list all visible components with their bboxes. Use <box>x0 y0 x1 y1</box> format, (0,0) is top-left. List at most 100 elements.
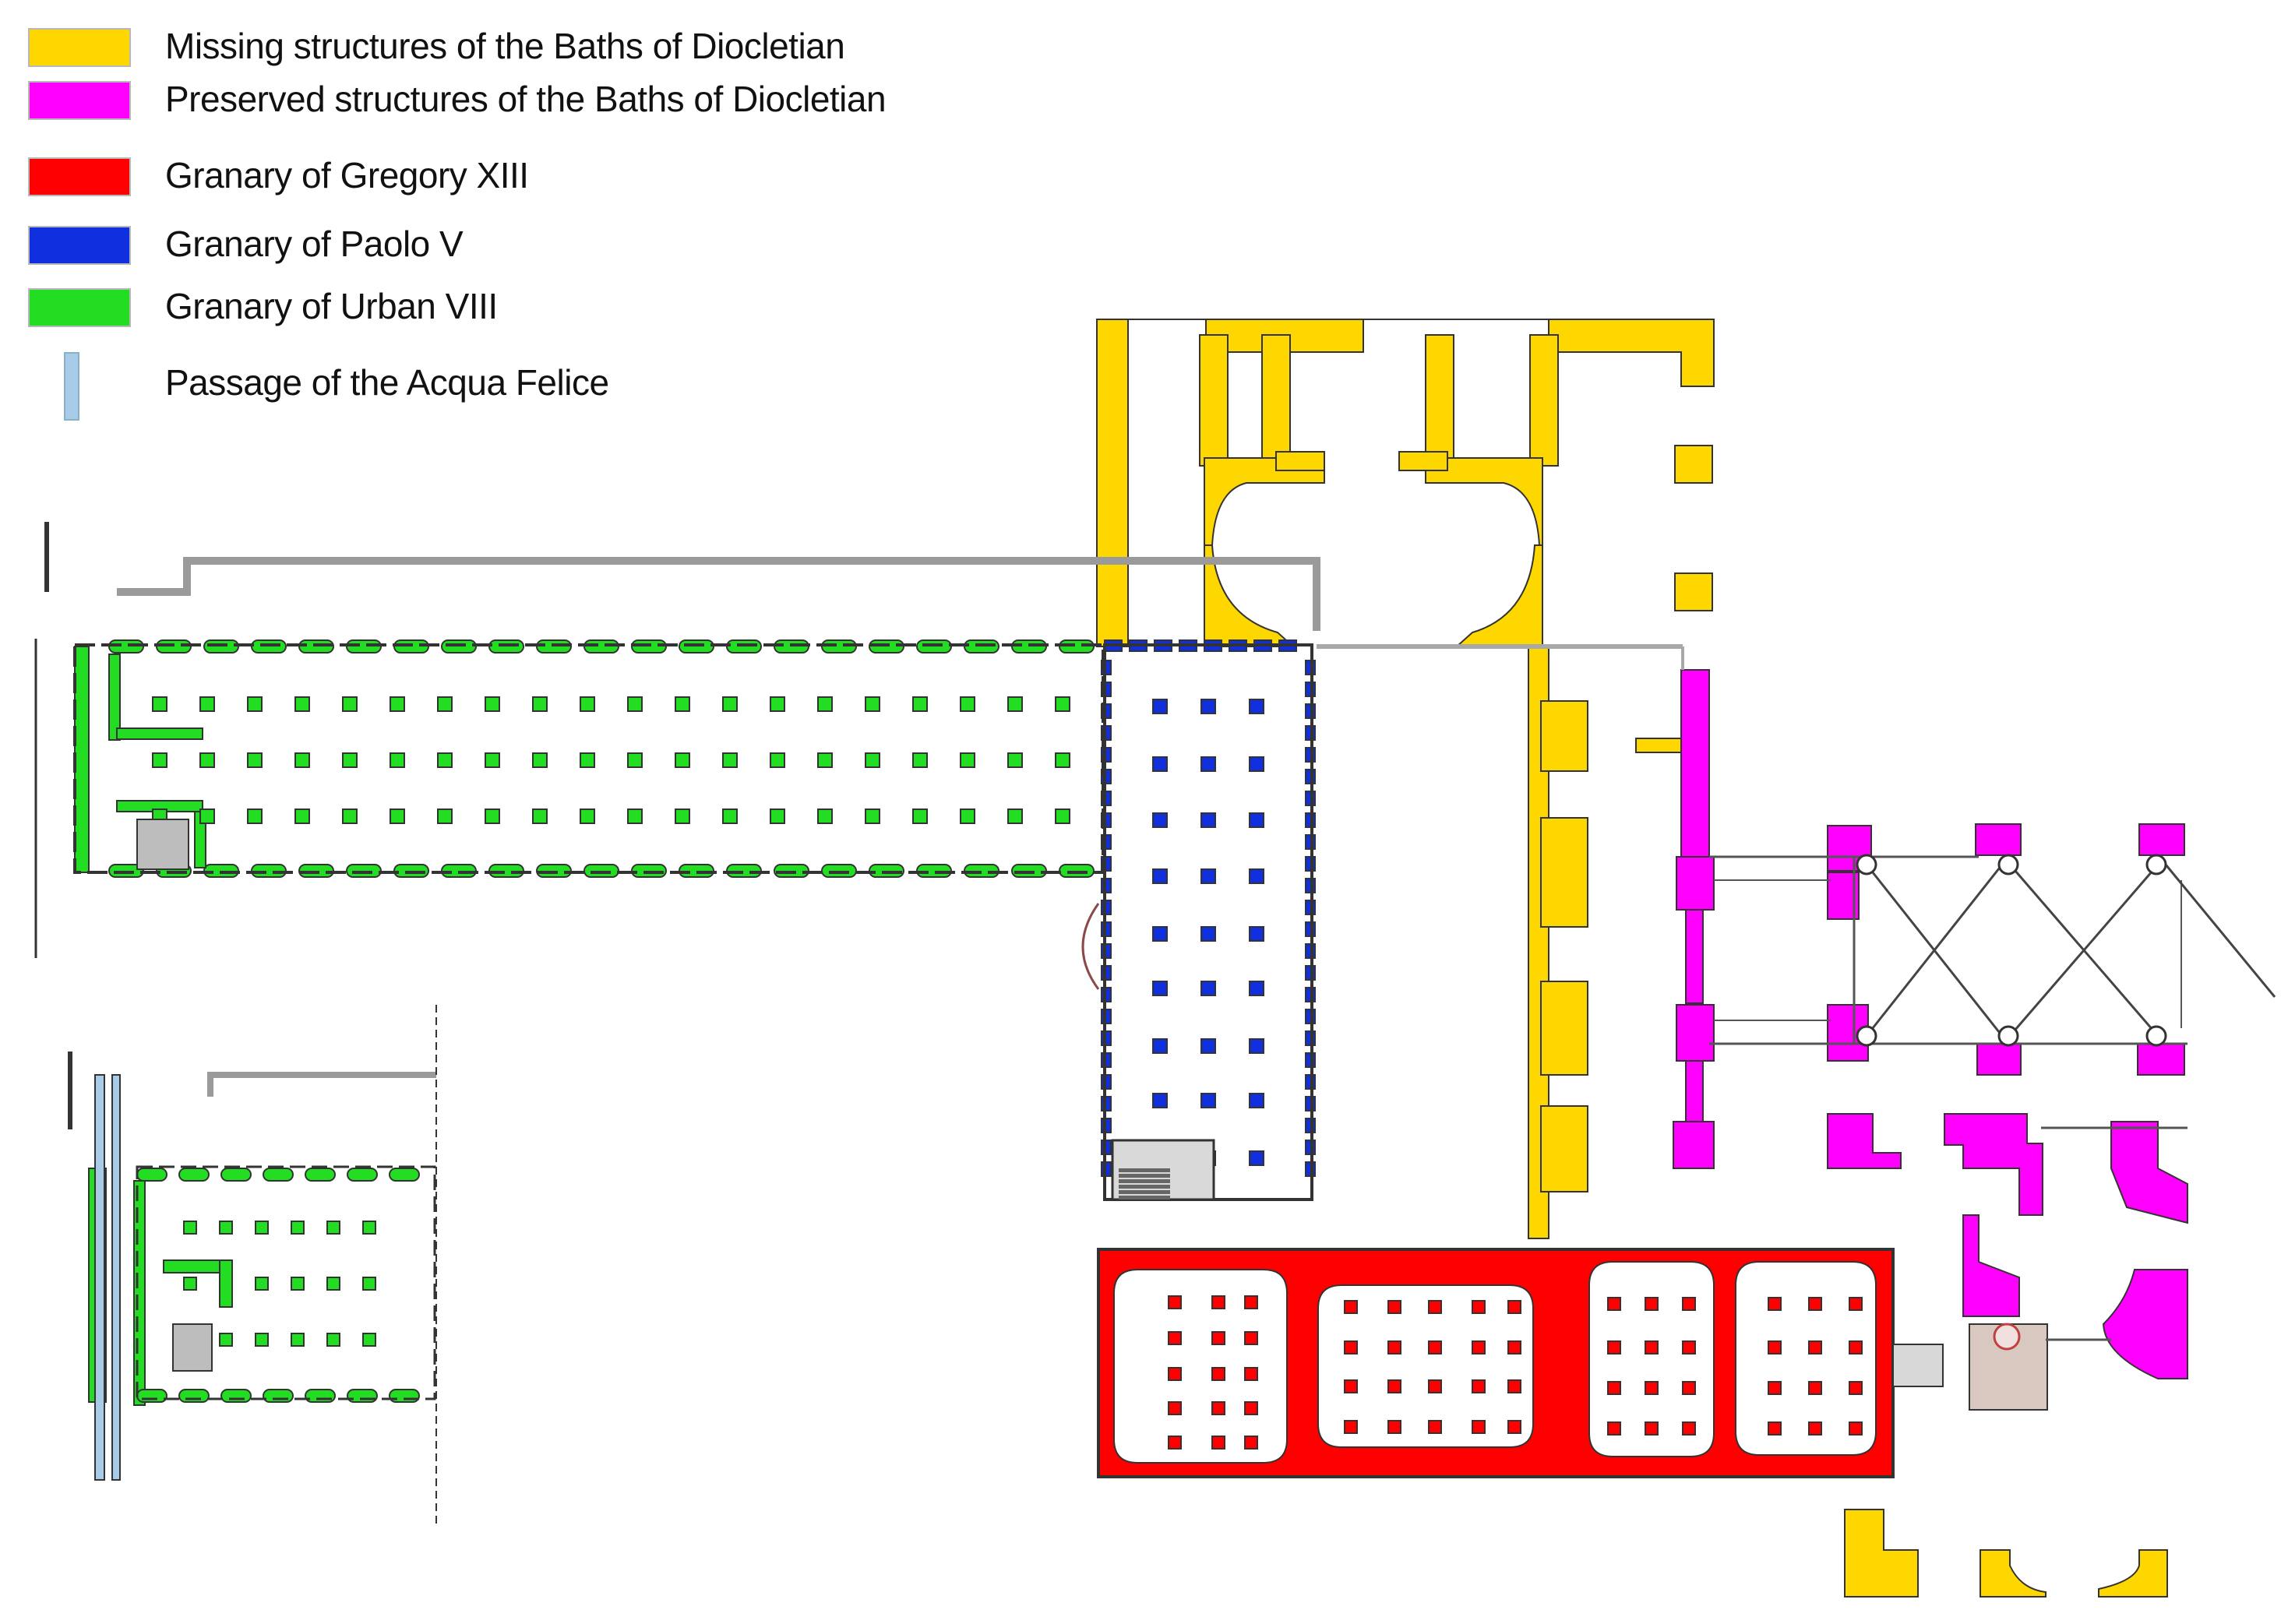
paolo-column <box>1249 756 1264 772</box>
gregory-column <box>1168 1436 1182 1450</box>
urban-column <box>342 752 358 768</box>
urban-column <box>817 752 833 768</box>
urban-column <box>199 696 215 712</box>
gregory-column <box>1472 1379 1486 1393</box>
gregory-column <box>1682 1340 1696 1355</box>
gregory-column <box>1507 1420 1521 1434</box>
gregory-column <box>1849 1381 1863 1395</box>
paolo-column <box>1200 1093 1216 1108</box>
urban-annex-column <box>326 1221 340 1235</box>
paolo-column <box>1200 926 1216 942</box>
nymphaeum-rosette <box>1993 1323 2021 1351</box>
paolo-column <box>1249 926 1264 942</box>
paolo-column <box>1249 812 1264 828</box>
urban-column <box>390 696 405 712</box>
urban-annex-column <box>219 1333 233 1347</box>
urban-annex-north-block <box>347 1168 378 1182</box>
baths-preserved-niche <box>1944 1113 2043 1216</box>
urban-annex-north-block <box>178 1168 210 1182</box>
gregory-column <box>1849 1421 1863 1436</box>
baths-missing-buttress <box>1398 451 1448 471</box>
urban-west-wall <box>74 646 90 873</box>
baths-preserved-wall <box>1685 1060 1704 1124</box>
paolo-stair-step <box>1119 1179 1170 1183</box>
baths-missing-bay <box>1540 1105 1588 1192</box>
legend-item-preserved: Preserved structures of the Baths of Dio… <box>28 76 1119 139</box>
urban-annex-column <box>362 1277 376 1291</box>
baths-missing-bay <box>1540 817 1588 928</box>
legend-item-passage: Passage of the Acqua Felice <box>28 352 1119 422</box>
urban-column <box>1007 808 1023 824</box>
urban-column <box>912 752 928 768</box>
gregory-column <box>1507 1300 1521 1314</box>
baths-missing-structures <box>1096 319 2168 1598</box>
urban-column <box>817 696 833 712</box>
urban-column <box>342 808 358 824</box>
gregory-column <box>1645 1381 1659 1395</box>
gregory-column <box>1387 1340 1401 1355</box>
legend-label-gregory: Granary of Gregory XIII <box>165 155 529 196</box>
paolo-stair-step <box>1119 1174 1170 1178</box>
paolo-column <box>1249 1150 1264 1166</box>
baths-missing-pillar <box>1674 572 1713 611</box>
gregory-column <box>1682 1421 1696 1436</box>
urban-column <box>294 752 310 768</box>
baths-missing-fragment <box>2098 1549 2168 1598</box>
gregory-column <box>1472 1340 1486 1355</box>
gregory-column <box>1387 1300 1401 1314</box>
legend-item-urban: Granary of Urban VIII <box>28 284 1119 346</box>
baths-preserved-structures <box>1673 669 2188 1379</box>
gregory-column <box>1682 1381 1696 1395</box>
gregory-column <box>1849 1340 1863 1355</box>
gregory-column <box>1211 1295 1225 1309</box>
urban-column <box>247 752 263 768</box>
baths-preserved-pier <box>1673 1121 1715 1169</box>
gregory-column <box>1472 1420 1486 1434</box>
urban-column <box>912 696 928 712</box>
urban-column <box>390 808 405 824</box>
paolo-column <box>1152 868 1168 884</box>
gregory-column <box>1507 1379 1521 1393</box>
urban-annex-outline <box>136 1165 436 1400</box>
urban-annex-north-block <box>263 1168 294 1182</box>
urban-column <box>390 752 405 768</box>
baths-preserved-pier <box>1827 825 1872 872</box>
gregory-hall <box>1317 1284 1534 1448</box>
granary-paolo-v <box>1101 639 1316 1177</box>
legend-label-urban: Granary of Urban VIII <box>165 286 498 326</box>
gregory-column <box>1244 1295 1258 1309</box>
gregory-column <box>1507 1340 1521 1355</box>
urban-column <box>485 696 500 712</box>
paolo-column <box>1200 1038 1216 1054</box>
granary-gregory-xiii <box>1097 1248 1895 1478</box>
urban-column <box>865 808 880 824</box>
gregory-column <box>1387 1379 1401 1393</box>
urban-column <box>960 808 975 824</box>
legend-label-missing: Missing structures of the Baths of Diocl… <box>165 26 845 66</box>
gregory-column <box>1344 1379 1358 1393</box>
paolo-column <box>1200 756 1216 772</box>
urban-annex-column <box>291 1221 305 1235</box>
gregory-column <box>1344 1420 1358 1434</box>
urban-column <box>437 696 453 712</box>
paolo-column <box>1249 1093 1264 1108</box>
urban-annex-column <box>326 1277 340 1291</box>
legend-item-paolo: Granary of Paolo V <box>28 221 1119 284</box>
urban-column <box>532 808 548 824</box>
urban-annex-column <box>362 1221 376 1235</box>
swatch-urban <box>28 288 131 327</box>
urban-annex-north-block <box>220 1168 252 1182</box>
cross-vault-rib <box>2008 864 2159 1037</box>
urban-column <box>294 696 310 712</box>
paolo-column <box>1152 699 1168 714</box>
gregory-column <box>1808 1421 1822 1436</box>
cross-vault-rib <box>1865 864 2004 1037</box>
gregory-column <box>1808 1297 1822 1311</box>
urban-annex-column <box>291 1333 305 1347</box>
gregory-column <box>1645 1340 1659 1355</box>
legend-label-preserved: Preserved structures of the Baths of Dio… <box>165 79 887 119</box>
baths-missing-fragment <box>1980 1549 2047 1598</box>
urban-column <box>437 752 453 768</box>
baths-preserved-pier <box>2138 823 2185 856</box>
urban-column <box>770 696 785 712</box>
